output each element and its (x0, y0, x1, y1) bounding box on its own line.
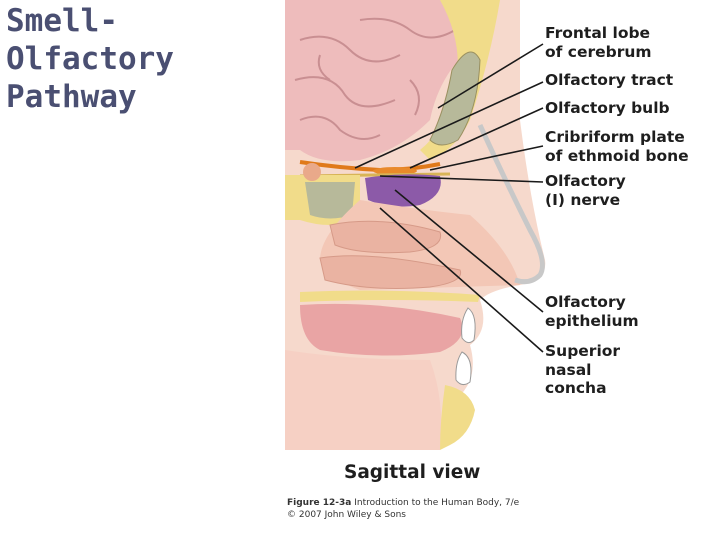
label-frontal-lobe-line-1: Frontal lobe (545, 24, 652, 43)
credit-book: Introduction to the Human Body, 7/e (354, 498, 519, 508)
label-olfactory-bulb: Olfactory bulb (545, 99, 670, 118)
label-frontal-lobe-line-2: of cerebrum (545, 43, 652, 62)
label-olfactory-nerve: Olfactory (I) nerve (545, 172, 626, 209)
label-concha-line-2: nasal (545, 361, 620, 380)
label-olfactory-epithelium: Olfactory epithelium (545, 293, 639, 330)
pituitary (303, 163, 321, 181)
label-concha-line-1: Superior (545, 342, 620, 361)
label-superior-nasal-concha: Superior nasal concha (545, 342, 620, 398)
view-label: Sagittal view (344, 462, 480, 483)
label-epithelium-line-1: Olfactory (545, 293, 639, 312)
label-olfactory-tract: Olfactory tract (545, 71, 673, 90)
label-concha-line-3: concha (545, 379, 620, 398)
label-cribriform-plate: Cribriform plate of ethmoid bone (545, 128, 689, 165)
credit-line-1: Figure 12-3a Introduction to the Human B… (287, 497, 519, 509)
mandible (440, 385, 475, 450)
label-cribriform-line-1: Cribriform plate (545, 128, 689, 147)
label-frontal-lobe: Frontal lobe of cerebrum (545, 24, 652, 61)
label-olfactory-bulb-text: Olfactory bulb (545, 99, 670, 118)
oral-tissue (285, 350, 441, 450)
label-epithelium-line-2: epithelium (545, 312, 639, 331)
label-cribriform-line-2: of ethmoid bone (545, 147, 689, 166)
credit-copyright: © 2007 John Wiley & Sons (287, 509, 519, 521)
label-olfactory-nerve-line-2: (I) nerve (545, 191, 626, 210)
credit-figure: Figure 12-3a (287, 498, 351, 508)
figure-credit: Figure 12-3a Introduction to the Human B… (287, 497, 519, 521)
label-olfactory-nerve-line-1: Olfactory (545, 172, 626, 191)
label-olfactory-tract-text: Olfactory tract (545, 71, 673, 90)
